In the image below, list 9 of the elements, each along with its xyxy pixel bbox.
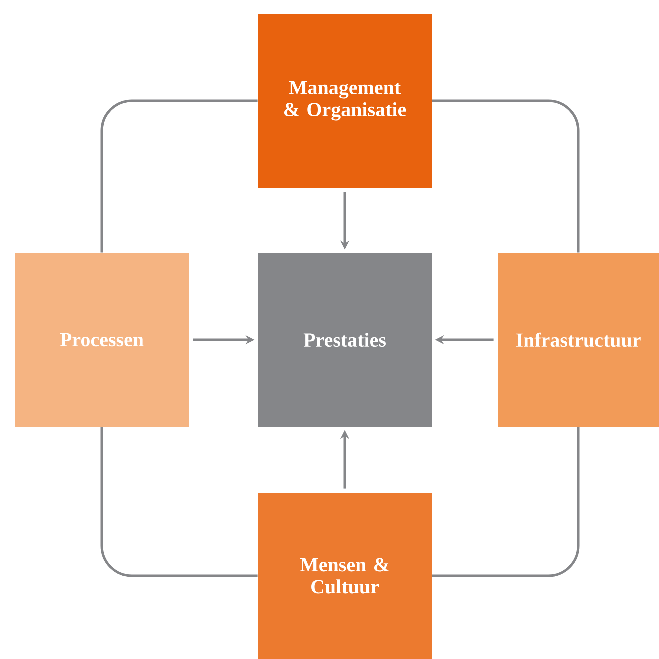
connector-line bbox=[100, 100, 258, 253]
process-box: Management & Organisatie bbox=[258, 14, 432, 188]
process-box: Mensen & Cultuur bbox=[258, 493, 432, 659]
connector-line bbox=[432, 427, 580, 578]
process-box: Processen bbox=[15, 253, 189, 427]
connector-line bbox=[100, 427, 258, 578]
process-box: Infrastructuur bbox=[498, 253, 659, 427]
connector-line bbox=[432, 100, 580, 253]
process-box: Prestaties bbox=[258, 253, 432, 427]
